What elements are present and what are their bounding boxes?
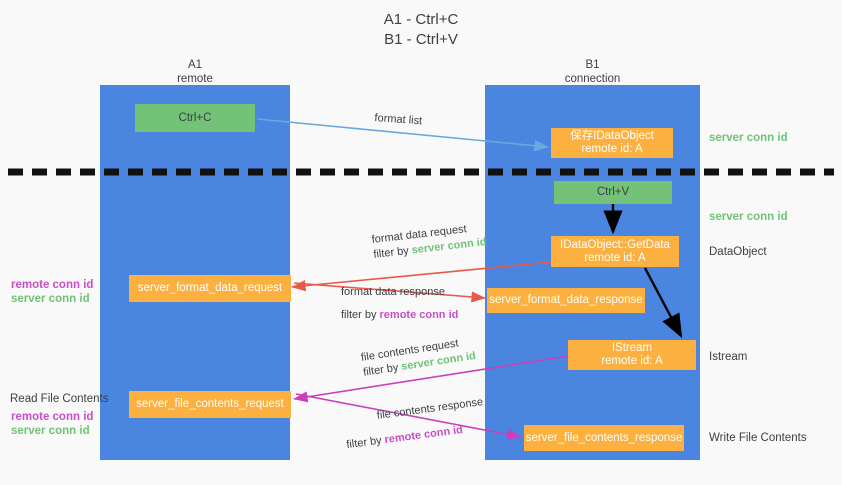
- edge-label-file-contents-request: file contents request filter by server c…: [360, 334, 477, 380]
- left-label-remote-conn-id-2: remote conn id: [11, 411, 94, 423]
- page-title: A1 - Ctrl+C B1 - Ctrl+V: [0, 10, 842, 50]
- node-ctrl-v-label: Ctrl+V: [596, 186, 630, 198]
- node-istream-line1: IStream: [611, 342, 653, 354]
- node-getdata-line2: remote id: A: [584, 251, 646, 264]
- column-caption-b1: B1 connection: [485, 58, 700, 86]
- node-server-file-contents-request[interactable]: server_file_contents_request: [129, 391, 291, 418]
- column-a1-name: A1: [187, 59, 203, 71]
- filter-by-text-1: filter by: [372, 244, 413, 261]
- left-label-read-file-contents: Read File Contents: [10, 393, 109, 405]
- edge-label-format-list: format list: [374, 111, 423, 128]
- title-line-1: A1 - Ctrl+C: [383, 11, 459, 28]
- edge-label-file-contents-response: file contents response filter by remote …: [346, 395, 487, 451]
- left-label-server-conn-id-1: server conn id: [11, 293, 90, 305]
- left-label-server-conn-id-2: server conn id: [11, 425, 90, 437]
- node-ctrl-c-label: Ctrl+C: [178, 111, 212, 124]
- column-a1-sub: remote: [177, 73, 213, 85]
- node-server-format-data-response[interactable]: server_format_data_response: [487, 288, 645, 313]
- remote-conn-id-hl-1: remote conn id: [379, 309, 459, 321]
- node-server-format-data-request[interactable]: server_format_data_request: [129, 275, 291, 302]
- node-istream-line2: remote id: A: [601, 355, 663, 367]
- column-caption-a1: A1 remote: [100, 58, 290, 86]
- left-label-remote-conn-id-1: remote conn id: [11, 279, 94, 291]
- node-save-idataobject-line2: remote id: A: [581, 143, 643, 155]
- edge-label-format-data-response: format data response filter by remote co…: [341, 285, 458, 323]
- node-ctrl-v[interactable]: Ctrl+V: [554, 181, 672, 204]
- title-line-2: B1 - Ctrl+V: [384, 31, 458, 48]
- node-ctrl-c[interactable]: Ctrl+C: [135, 104, 255, 132]
- right-label-dataobject: DataObject: [709, 246, 767, 258]
- node-server-format-data-response-label: server_format_data_response: [489, 294, 643, 306]
- left-label-group-format: remote conn id server conn id: [11, 278, 93, 306]
- edge-label-file-contents-response-line2: filter by remote conn id: [346, 420, 488, 453]
- remote-conn-id-hl-2: remote conn id: [383, 423, 464, 447]
- node-idataobject-getdata[interactable]: IDataObject::GetData remote id: A: [551, 236, 679, 267]
- node-server-file-contents-response-label: server_file_contents_response: [525, 431, 683, 444]
- column-b1-name: B1: [585, 59, 600, 71]
- filter-by-text-2: filter by: [341, 309, 380, 321]
- edge-label-file-contents-response-line1: file contents response: [376, 396, 484, 422]
- right-label-write-file-contents: Write File Contents: [709, 432, 807, 444]
- edge-label-format-data-request: format data request filter by server con…: [371, 220, 487, 263]
- node-save-idataobject-line1: 保存IDataObject: [570, 130, 654, 142]
- node-server-file-contents-request-label: server_file_contents_request: [136, 398, 284, 410]
- node-getdata-line1: IDataObject::GetData: [560, 238, 670, 251]
- node-istream[interactable]: IStream remote id: A: [568, 340, 696, 370]
- right-label-istream: Istream: [709, 351, 748, 363]
- edge-label-format-data-response-line2: filter by remote conn id: [341, 308, 458, 323]
- left-label-group-file: remote conn id server conn id: [11, 410, 93, 438]
- filter-by-text-4: filter by: [345, 434, 386, 452]
- node-server-format-data-request-label: server_format_data_request: [137, 282, 283, 294]
- edge-label-format-data-response-line1: format data response: [341, 286, 445, 298]
- right-label-server-conn-id-1: server conn id: [709, 132, 788, 144]
- right-label-server-conn-id-2: server conn id: [709, 211, 788, 223]
- column-b1-sub: connection: [564, 73, 621, 85]
- node-server-file-contents-response[interactable]: server_file_contents_response: [524, 425, 684, 451]
- node-save-idataobject[interactable]: 保存IDataObject remote id: A: [551, 128, 673, 158]
